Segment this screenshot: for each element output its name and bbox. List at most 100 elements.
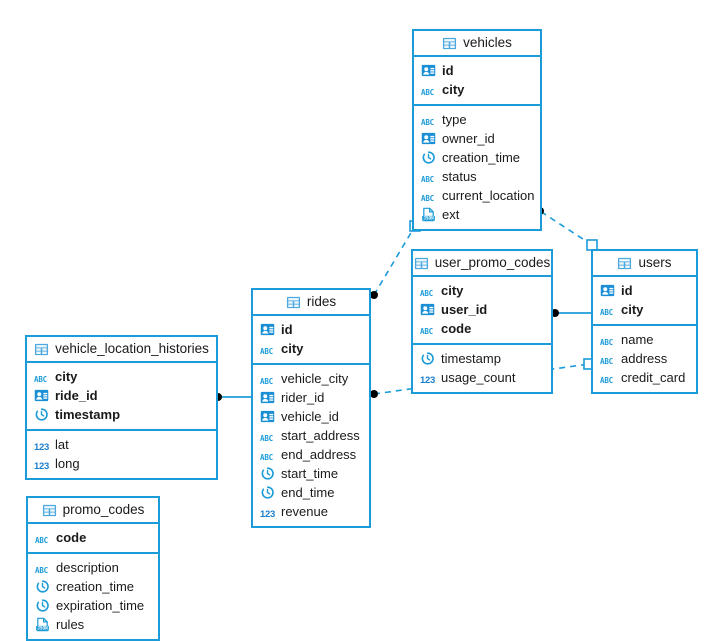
field-row[interactable]: creation_time [28,577,158,596]
field-row[interactable]: creation_time [414,148,540,167]
entity-name: rides [306,294,337,310]
field-row[interactable]: JSON rules [28,615,158,634]
relationship-line [373,225,416,296]
field-name: end_time [281,485,335,500]
field-row[interactable]: start_time [253,464,369,483]
field-name: type [442,112,467,127]
svg-text:JSON: JSON [37,626,48,632]
cardinality-marker-one [370,390,378,398]
abc-icon: ABC [421,175,434,184]
abc-icon: ABC [35,566,48,575]
entity-name: vehicle_location_histories [55,341,209,357]
field-row[interactable]: timestamp [413,349,551,368]
field-row[interactable]: id [593,281,696,300]
field-name: ext [442,207,460,222]
abc-icon: ABC [260,453,273,462]
relationship-user_promo_codes-to-users[interactable] [551,309,591,317]
abc-icon: ABC [600,376,613,385]
field-row[interactable]: id [253,320,369,339]
field-name: creation_time [442,150,521,165]
clock-icon [35,579,50,594]
clock-icon [260,485,275,500]
abc-icon: ABC [420,289,433,298]
field-name: city [281,341,304,356]
table-icon [34,342,49,357]
field-row[interactable]: vehicle_id [253,407,369,426]
entity-title-rides[interactable]: rides [253,290,369,316]
relationship-line [539,210,593,246]
num-icon: 123 [34,461,49,472]
abc-icon: ABC [600,308,613,317]
entity-title-vehicle_location_histories[interactable]: vehicle_location_histories [27,337,216,363]
num-icon: 123 [34,442,49,453]
field-row[interactable]: owner_id [414,129,540,148]
field-name: current_location [442,188,535,203]
abc-icon: ABC [35,536,48,545]
entity-name: vehicles [463,35,512,51]
abc-icon: ABC [600,338,613,347]
field-name: id [442,63,454,78]
entity-title-users[interactable]: users [593,251,696,277]
clock-icon [420,351,435,366]
field-row[interactable]: end_time [253,483,369,502]
field-name: usage_count [441,370,516,385]
field-row[interactable]: id [414,61,540,80]
field-row[interactable]: ride_id [27,386,216,405]
field-name: city [55,369,78,384]
entity-title-user_promo_codes[interactable]: user_promo_codes [413,251,551,277]
clock-icon [35,598,50,613]
relationship-users-to-vehicles[interactable] [536,207,598,251]
field-row[interactable]: user_id [413,300,551,319]
field-row[interactable]: timestamp [27,405,216,424]
key-card-icon [421,63,436,78]
entity-title-vehicles[interactable]: vehicles [414,31,540,57]
field-name: long [55,456,80,471]
key-card-icon [420,302,435,317]
field-row[interactable]: expiration_time [28,596,158,615]
abc-icon: ABC [260,434,273,443]
entity-name: user_promo_codes [434,255,551,271]
field-name: rules [56,617,85,632]
key-card-icon [260,390,275,405]
clock-icon [34,407,49,422]
entity-title-promo_codes[interactable]: promo_codes [28,498,158,524]
field-name: creation_time [56,579,135,594]
field-row[interactable]: rider_id [253,388,369,407]
relationship-vehicle_location_histories-to-rides[interactable] [214,393,251,401]
field-row[interactable]: 123 long [27,454,216,473]
table-icon [442,36,457,51]
